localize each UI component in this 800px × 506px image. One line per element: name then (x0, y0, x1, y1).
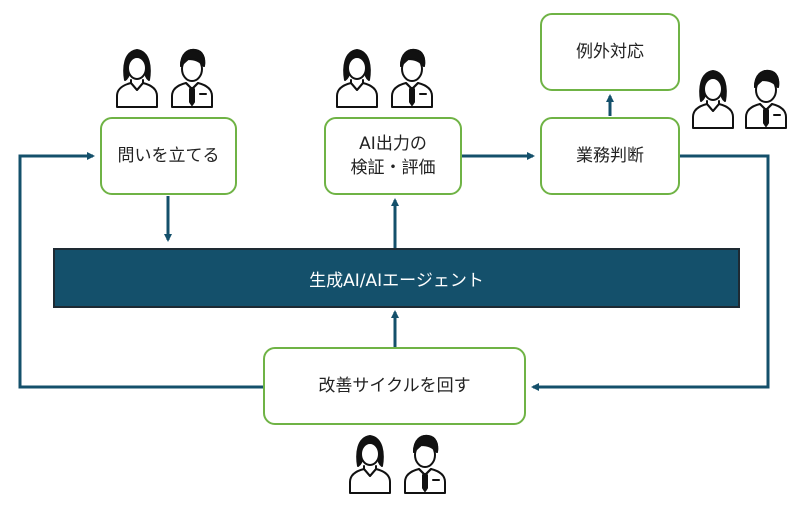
woman-icon (333, 44, 381, 108)
node-decision: 業務判断 (540, 117, 680, 195)
node-exception-label: 例外対応 (576, 42, 644, 62)
node-question: 問いを立てる (100, 117, 237, 195)
woman-icon (113, 44, 161, 108)
woman-icon (689, 65, 737, 129)
agent-bar: 生成AI/AIエージェント (53, 248, 740, 308)
node-improve: 改善サイクルを回す (263, 347, 526, 425)
man-icon (388, 44, 436, 108)
node-decision-label: 業務判断 (576, 146, 644, 166)
node-exception: 例外対応 (540, 13, 680, 91)
node-improve-label: 改善サイクルを回す (318, 376, 471, 396)
node-verify-label-line1: AI出力の (359, 134, 427, 154)
man-icon (401, 430, 449, 494)
node-verify: AI出力の 検証・評価 (324, 117, 462, 195)
arrow-decision-to-improve (531, 154, 770, 391)
node-verify-label-line2: 検証・評価 (350, 158, 436, 178)
man-icon (742, 65, 790, 129)
node-question-label: 問いを立てる (117, 146, 220, 166)
woman-icon (346, 430, 394, 494)
arrow-improve-to-question (18, 152, 263, 389)
man-icon (168, 44, 216, 108)
agent-bar-label: 生成AI/AIエージェント (309, 270, 484, 291)
